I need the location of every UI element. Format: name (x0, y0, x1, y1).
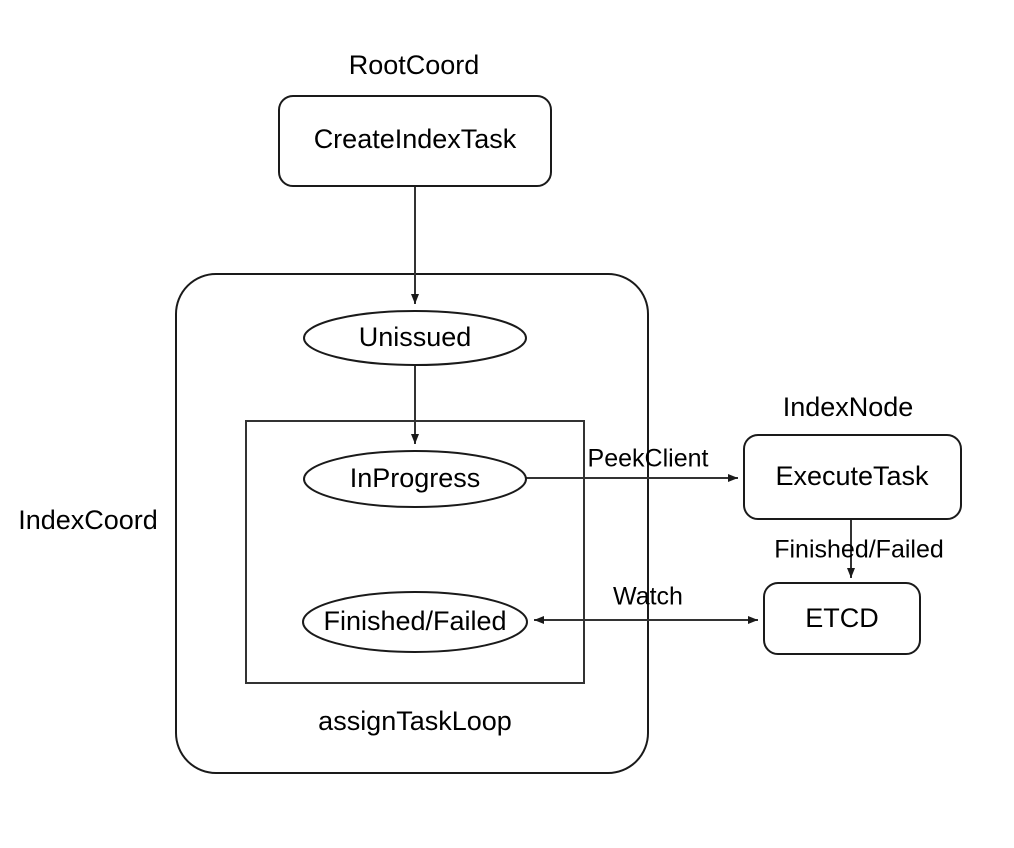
indexcoord-boundary (175, 273, 649, 774)
group-label-rootcoord: RootCoord (349, 50, 480, 80)
node-etcd[interactable]: ETCD (763, 582, 921, 655)
etcd-box[interactable] (763, 582, 921, 655)
node-execute-task[interactable]: ExecuteTask (743, 434, 962, 520)
group-label-indexnode: IndexNode (783, 392, 914, 422)
group-label-assigntaskloop: assignTaskLoop (318, 706, 512, 736)
execute-task-box[interactable] (743, 434, 962, 520)
node-in-progress[interactable]: InProgress (303, 450, 527, 508)
in-progress-ellipse[interactable] (303, 450, 527, 508)
node-create-index-task[interactable]: CreateIndexTask (278, 95, 552, 187)
edge-label-finished-failed: Finished/Failed (774, 536, 944, 564)
edge-label-watch: Watch (613, 583, 683, 611)
edge-label-peekclient: PeekClient (588, 445, 709, 473)
create-index-task-label: CreateIndexTask (314, 124, 517, 154)
node-finished-failed-state[interactable]: Finished/Failed (302, 591, 528, 653)
finished-failed-label: Finished/Failed (323, 606, 506, 636)
group-label-indexcoord: IndexCoord (18, 505, 158, 535)
finished-failed-ellipse[interactable] (302, 591, 528, 653)
edges (411, 186, 855, 624)
etcd-label: ETCD (805, 603, 879, 633)
group-indexcoord (175, 273, 649, 774)
create-index-task-box[interactable] (278, 95, 552, 187)
unissued-ellipse[interactable] (303, 310, 527, 366)
execute-task-label: ExecuteTask (775, 461, 929, 491)
node-unissued[interactable]: Unissued (303, 310, 527, 366)
unissued-label: Unissued (359, 322, 472, 352)
in-progress-label: InProgress (350, 463, 481, 493)
